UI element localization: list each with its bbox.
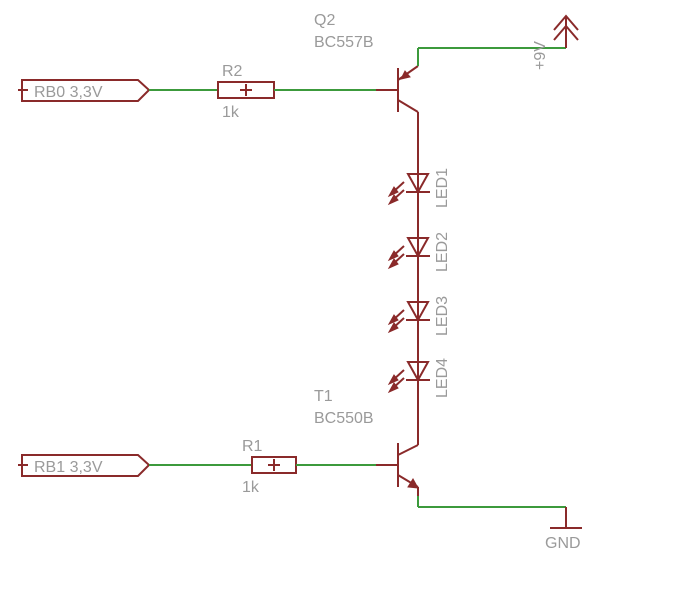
- transistor-q2: Q2 BC557B: [314, 12, 419, 120]
- supply-plus9v-symbol: +9V: [532, 14, 579, 70]
- resistor-r2-value: 1k: [222, 104, 240, 121]
- led-3: LED3: [387, 296, 451, 336]
- transistor-q2-name: Q2: [314, 12, 335, 29]
- input-port-rb1: RB1 3,3V: [18, 454, 151, 477]
- led-4-label: LED4: [434, 358, 451, 398]
- input-port-rb0: RB0 3,3V: [18, 79, 151, 102]
- resistor-r2: R2 1k: [217, 63, 275, 121]
- resistor-r1-value: 1k: [242, 479, 260, 496]
- resistor-r2-name: R2: [222, 63, 243, 80]
- transistor-t1-name: T1: [314, 388, 333, 405]
- led-1: LED1: [387, 168, 451, 208]
- resistor-r1: R1 1k: [242, 438, 297, 496]
- supply-plus9v-label: +9V: [532, 41, 549, 70]
- led-3-label: LED3: [434, 296, 451, 336]
- resistor-r1-name: R1: [242, 438, 263, 455]
- ground-label: GND: [545, 535, 581, 552]
- led-4: LED4: [387, 358, 451, 398]
- led-1-label: LED1: [434, 168, 451, 208]
- transistor-t1: T1 BC550B: [314, 388, 419, 489]
- led-2: LED2: [387, 232, 451, 272]
- transistor-t1-type: BC550B: [314, 410, 374, 427]
- ground-symbol: GND: [545, 507, 582, 552]
- input-label-rb1: RB1 3,3V: [34, 459, 103, 476]
- input-label-rb0: RB0 3,3V: [34, 84, 103, 101]
- transistor-q2-type: BC557B: [314, 34, 374, 51]
- led-2-label: LED2: [434, 232, 451, 272]
